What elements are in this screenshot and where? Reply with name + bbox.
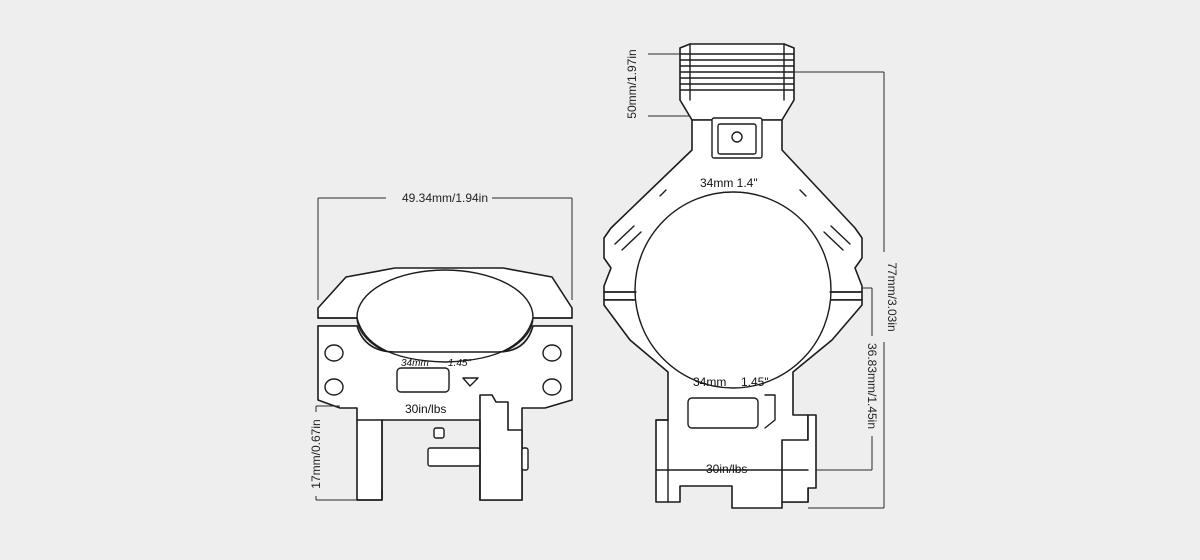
short-width-text: 49.34mm/1.94in [402,191,488,205]
screw-icon [542,378,562,396]
short-height-dimension: 17mm/0.67in [308,405,357,501]
tall-recess [687,397,759,429]
tall-top-dimension: 50mm/1.97in [625,44,690,124]
tall-scope-ring: 34mm 1.4" 34mm 1.45" 30in/lbs [603,43,863,509]
short-scope-ring: 34mm 1.45" 30in/lbs [317,267,573,501]
short-tube-label: 34mm [401,358,429,369]
short-tube-in-label: 1.45" [448,358,471,369]
tall-total-text: 77mm/3.03in [885,262,899,331]
tall-tube-in-label: 1.45" [741,375,769,389]
tall-ring-bore [634,191,832,389]
tall-total-dimension: 77mm/3.03in [794,71,899,509]
screw-icon [542,344,562,362]
tall-tube-top-label: 34mm 1.4" [700,176,758,190]
bubble-icon [731,131,743,143]
short-torque-label: 30in/lbs [405,402,446,416]
short-height-text: 17mm/0.67in [309,419,323,488]
tall-torque-label: 30in/lbs [706,462,747,476]
tall-center-text: 36.83mm/1.45in [865,343,879,429]
short-width-dimension: 49.34mm/1.94in [317,190,573,300]
tall-center-dimension: 36.83mm/1.45in [816,287,880,471]
picatinny-rail-top [679,43,795,121]
screw-icon [324,344,344,362]
tall-tube-label: 34mm [693,375,726,389]
screw-icon [324,378,344,396]
short-recess [396,367,450,393]
cross-bolt [427,447,481,467]
tall-top-text: 50mm/1.97in [625,49,639,118]
